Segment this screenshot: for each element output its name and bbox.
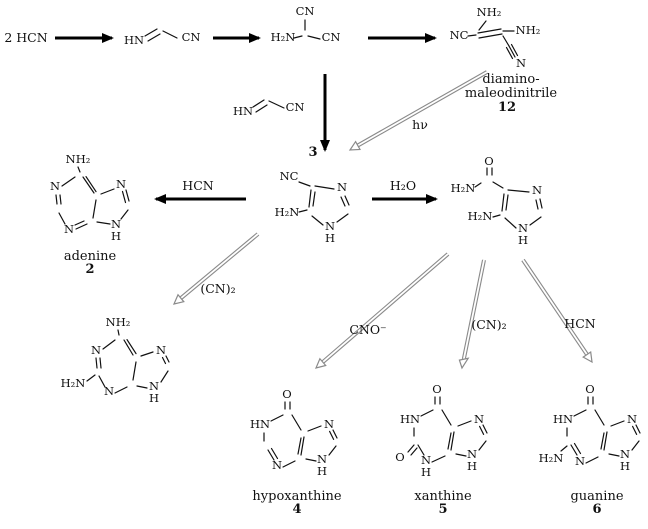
atom-label: NH₂	[477, 5, 502, 19]
atom-label: H	[325, 231, 335, 245]
atom-label: N	[516, 56, 526, 70]
compound-name-damn-line2: maleodinitrile	[465, 86, 558, 101]
reagent-cyanate-label: CNO⁻	[349, 322, 386, 337]
atom-label: N	[532, 183, 542, 197]
reagent-hcn-label: HCN	[182, 178, 213, 193]
compound-number-aicn: 3	[308, 145, 317, 160]
atom-label: N	[104, 384, 114, 398]
atom-label: H₂N	[468, 209, 493, 223]
atom-label: N	[324, 417, 334, 431]
atom-label: CN	[322, 30, 341, 44]
atom-label: N	[91, 343, 101, 357]
atom-label: H	[421, 465, 431, 479]
atom-label: N	[627, 412, 637, 426]
structure-adenine: NH₂ N N N N H adenine 2	[50, 152, 130, 277]
compound-number-adenine: 2	[85, 262, 94, 277]
atom-label: O	[432, 382, 441, 396]
atom-label: H	[149, 391, 159, 405]
atom-label: H	[317, 464, 327, 478]
atom-label: HN	[553, 412, 573, 426]
structure-diaminopurine: NH₂ N H₂N N N N H	[61, 315, 170, 405]
atom-label: HN	[400, 412, 420, 426]
compound-name-damn-line1: diamino-	[482, 72, 539, 87]
compound-number-hypoxanthine: 4	[292, 502, 301, 517]
structure-hypoxanthine: O HN N N N H hypoxanthine 4	[250, 387, 342, 517]
atom-label: N	[421, 453, 431, 467]
atom-label: O	[395, 450, 404, 464]
atom-label: N	[575, 454, 585, 468]
reagent-cyanogen-a-label: (CN)₂	[200, 281, 235, 296]
atom-label: N	[620, 447, 630, 461]
structure-iminoacetonitrile-1: HN CN	[124, 28, 201, 47]
atom-label: CN	[286, 100, 305, 114]
compound-number-xanthine: 5	[438, 502, 447, 517]
photon-label: hν	[412, 117, 428, 132]
atom-label: N	[149, 379, 159, 393]
arrow-to-diaminopurine	[172, 232, 260, 305]
atom-label: N	[272, 458, 282, 472]
compound-name-guanine: guanine	[570, 489, 623, 504]
atom-label: N	[50, 179, 60, 193]
atom-label: H	[467, 459, 477, 473]
structure-diaminomaleodinitrile: NH₂ NH₂ NC N diamino- maleodinitrile 12	[450, 5, 558, 115]
compound-name-hypoxanthine: hypoxanthine	[252, 489, 341, 504]
atom-label: O	[585, 382, 594, 396]
atom-label: NH₂	[66, 152, 91, 166]
structure-aminomalononitrile: CN H₂N CN	[271, 4, 341, 44]
atom-label: H₂N	[451, 181, 476, 195]
structure-guanine: O HN H₂N N N N H guanine 6	[539, 382, 641, 517]
atom-label: NC	[450, 28, 469, 42]
atom-label: N	[467, 447, 477, 461]
atom-label: H₂N	[275, 205, 300, 219]
atom-label: CN	[296, 4, 315, 18]
compound-number-damn: 12	[498, 100, 516, 115]
structure-aica: O H₂N N H₂N N H	[451, 154, 543, 247]
atom-label: H₂N	[61, 376, 86, 390]
structure-aicn: NC N H₂N N H	[275, 169, 350, 245]
atom-label: N	[111, 217, 121, 231]
atom-label: HN	[124, 33, 144, 47]
atom-label: N	[518, 221, 528, 235]
start-material-label: 2 HCN	[4, 30, 47, 45]
reagent-cyanogen-b-label: (CN)₂	[471, 317, 506, 332]
atom-label: H	[111, 229, 121, 243]
atom-label: O	[484, 154, 493, 168]
atom-label: H	[620, 459, 630, 473]
atom-label: H₂N	[271, 30, 296, 44]
atom-label: N	[474, 412, 484, 426]
atom-label: HN	[250, 417, 270, 431]
arrow-to-xanthine	[458, 259, 486, 370]
compound-name-xanthine: xanthine	[414, 489, 472, 504]
atom-label: NH₂	[516, 23, 541, 37]
arrow-photoisomerization	[348, 70, 488, 151]
structure-xanthine: O HN O N H N N H xanthine 5	[395, 382, 488, 517]
atom-label: H	[518, 233, 528, 247]
atom-label: N	[156, 343, 166, 357]
atom-label: N	[64, 222, 74, 236]
atom-label: N	[317, 452, 327, 466]
atom-label: CN	[182, 30, 201, 44]
structure-iminoacetonitrile-2: HN CN	[233, 99, 305, 118]
atom-label: HN	[233, 104, 253, 118]
atom-label: NH₂	[106, 315, 131, 329]
reagent-hcn-guanine-label: HCN	[564, 316, 595, 331]
compound-number-guanine: 6	[592, 502, 601, 517]
reagent-water-label: H₂O	[390, 178, 416, 193]
atom-label: N	[325, 219, 335, 233]
arrow-to-guanine	[521, 258, 593, 364]
atom-label: N	[116, 177, 126, 191]
atom-label: H₂N	[539, 451, 564, 465]
compound-name-adenine: adenine	[64, 249, 117, 264]
arrow-to-hypoxanthine	[314, 252, 450, 369]
atom-label: O	[282, 387, 291, 401]
atom-label: NC	[280, 169, 299, 183]
atom-label: N	[337, 180, 347, 194]
